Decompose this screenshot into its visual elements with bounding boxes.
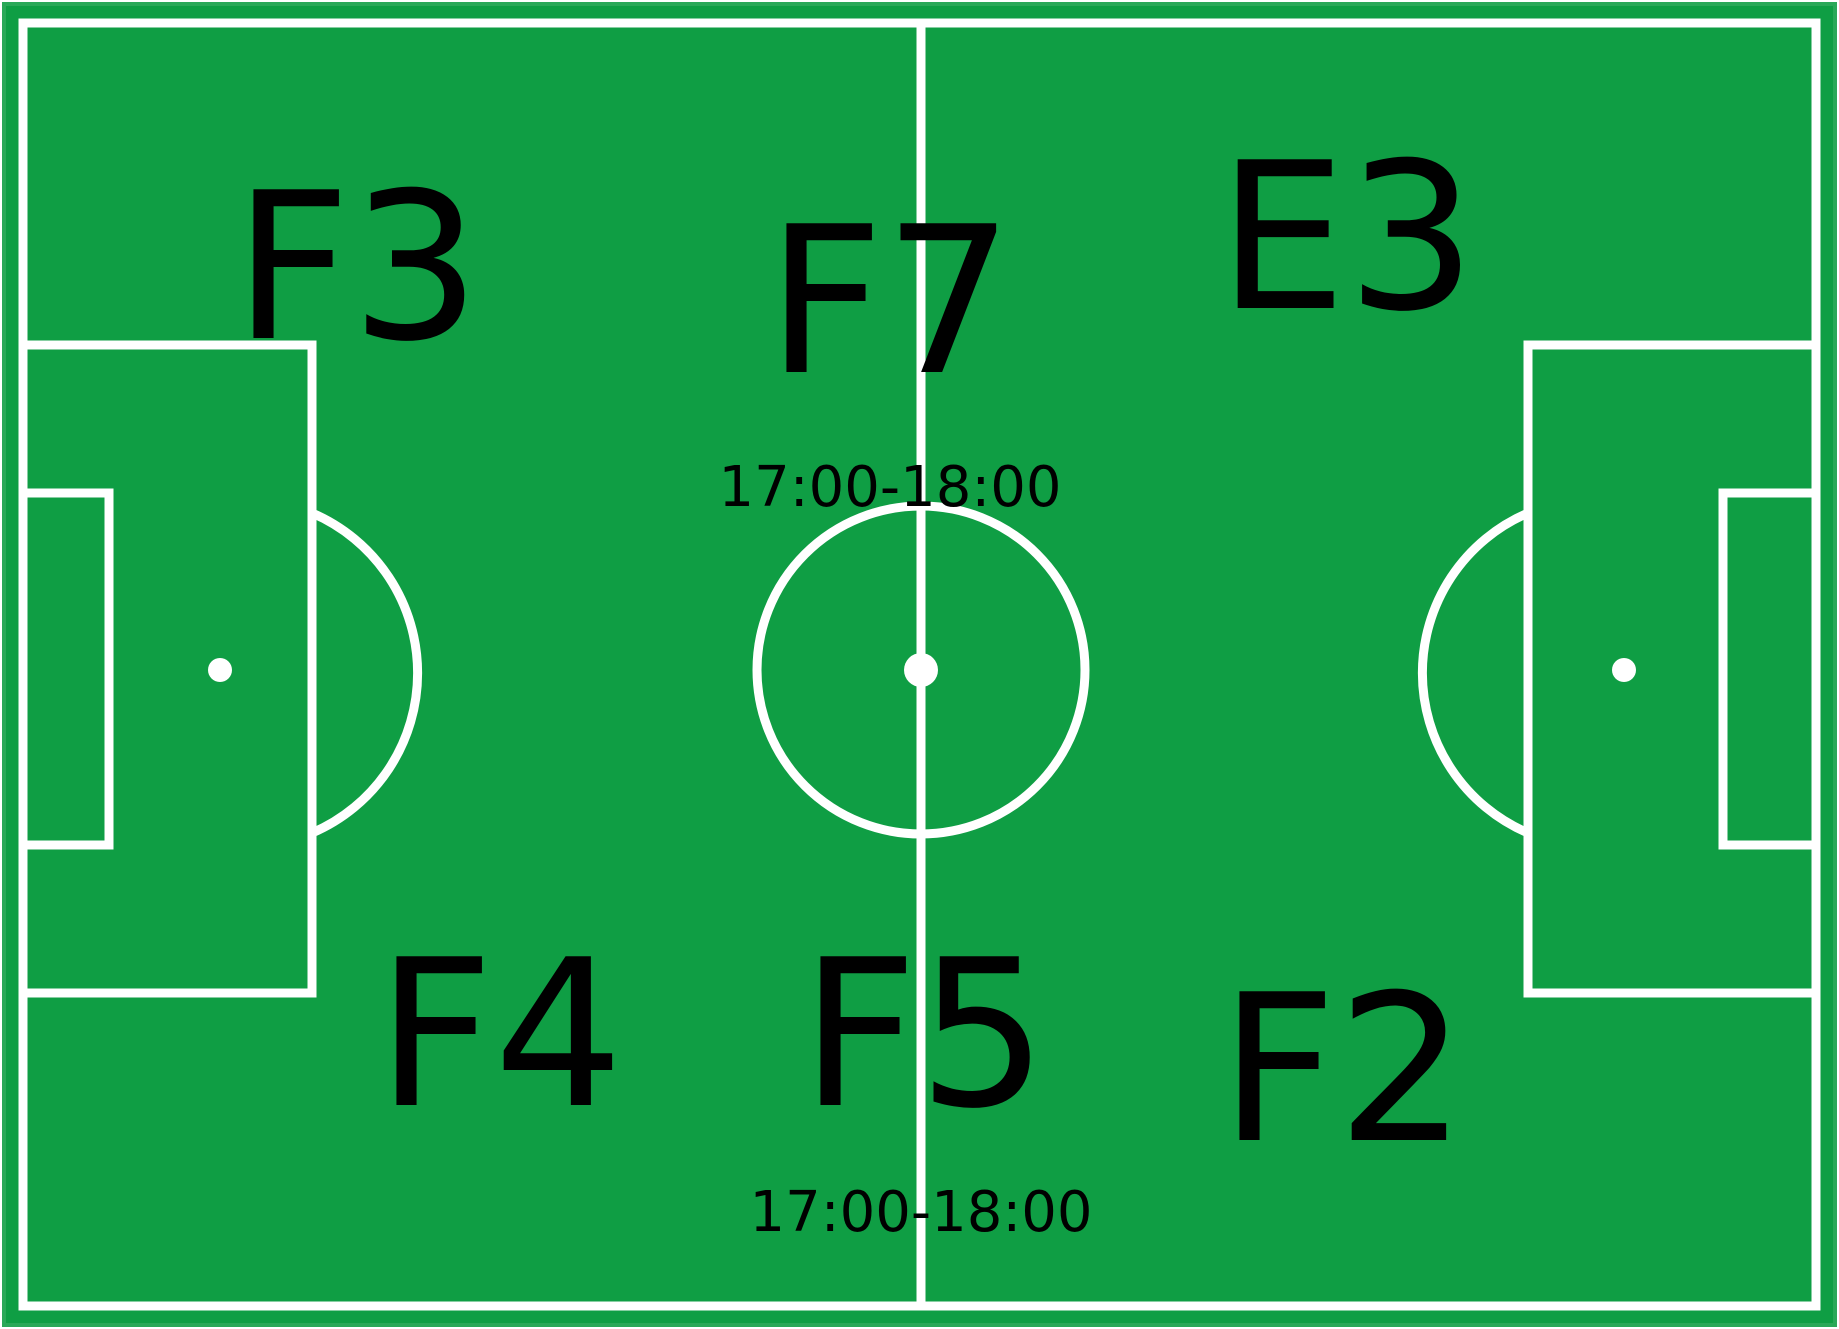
time-label-top: 17:00-18:00 (719, 455, 1062, 520)
right-penalty-spot (1612, 658, 1636, 682)
zone-label-e3: E3 (1218, 120, 1477, 357)
zone-label-f4: F4 (376, 917, 623, 1154)
zone-label-f7: F7 (766, 184, 1013, 421)
zone-label-f5: F5 (800, 917, 1047, 1154)
left-penalty-spot (208, 658, 232, 682)
time-label-bottom: 17:00-18:00 (750, 1180, 1093, 1245)
zone-label-f2: F2 (1219, 952, 1466, 1189)
zone-label-f3: F3 (233, 150, 480, 387)
center-spot (904, 653, 938, 687)
